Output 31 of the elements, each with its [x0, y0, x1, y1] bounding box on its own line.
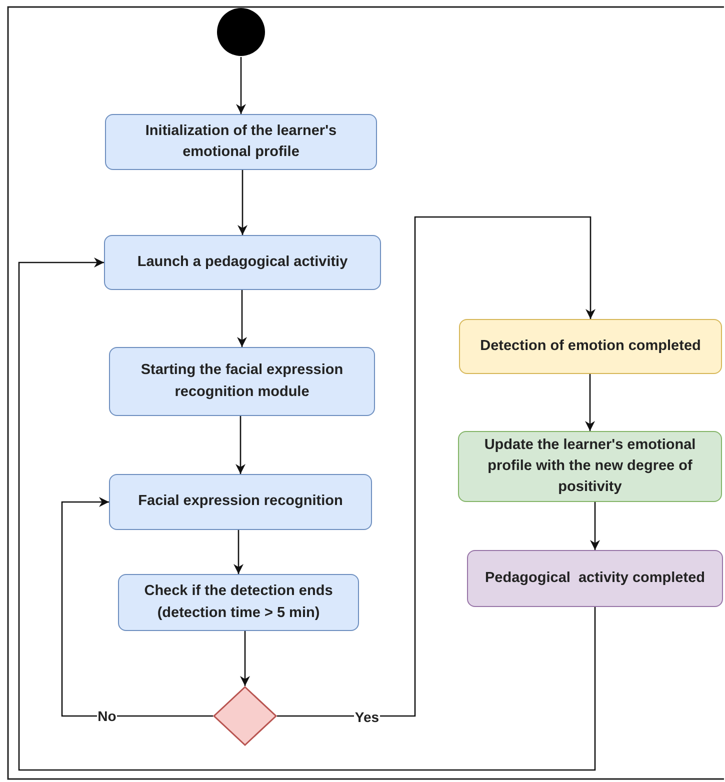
arrow: [234, 530, 244, 574]
step-text: Starting the facial expression recognition module: [140, 361, 344, 402]
process-box: [105, 114, 377, 170]
step-text: Detection of emotion completed: [480, 336, 701, 356]
arrow: [238, 170, 248, 235]
arrow: [585, 374, 595, 431]
arrow: [590, 502, 600, 550]
step-text: Facial expression recognition: [138, 492, 343, 512]
process-box: [109, 474, 372, 530]
decision-diamond: [213, 686, 277, 746]
arrow: [237, 290, 247, 347]
arrow: [18, 258, 596, 771]
process-box: [467, 550, 723, 607]
process-box: [109, 347, 375, 416]
step-text: Check if the detection ends (detection time > 5 min): [143, 582, 334, 622]
arrow: [61, 497, 213, 717]
step-text: Pedagogical activity completed: [485, 568, 705, 588]
arrow: [236, 416, 246, 474]
process-box: [459, 319, 722, 374]
process-box: [104, 235, 381, 290]
step-text: Update the learner's emotional profile with the new degree of positivity: [483, 436, 697, 497]
arrow: [277, 216, 596, 717]
arrow: [236, 57, 246, 114]
process-box: [458, 431, 722, 502]
start-node: [216, 7, 266, 57]
process-box: [118, 574, 359, 631]
edge-label: Yes: [354, 709, 380, 725]
step-text: Initialization of the learner's emotional profile: [144, 122, 338, 162]
arrow: [240, 631, 250, 686]
step-text: Launch a pedagogical activitiy: [137, 252, 348, 272]
edge-label: No: [96, 708, 118, 724]
